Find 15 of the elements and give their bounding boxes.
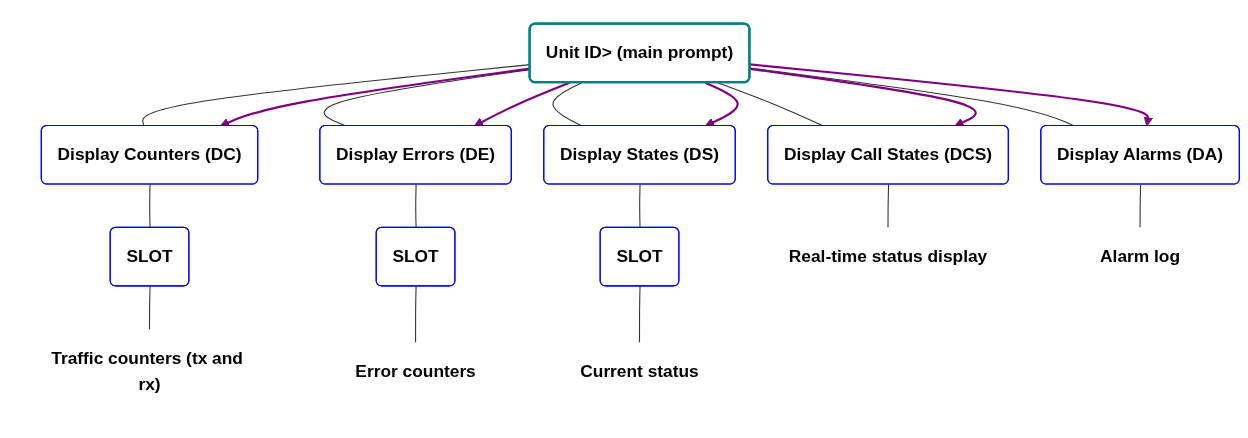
- connector: [639, 184, 641, 229]
- arrow: [473, 82, 570, 127]
- connector: [415, 184, 417, 229]
- connector: [415, 286, 417, 344]
- connector: [149, 184, 151, 229]
- node-text: Alarm log: [1100, 247, 1181, 266]
- connector: [638, 286, 641, 344]
- node-text: Real-time status display: [788, 247, 988, 266]
- node-text: Traffic counters (tx and rx): [51, 349, 243, 394]
- connector: [887, 184, 890, 229]
- node-text: Current status: [580, 362, 699, 381]
- connector: [1139, 184, 1142, 229]
- node-text: Error counters: [355, 362, 476, 381]
- arrow: [749, 63, 1154, 127]
- connector: [149, 286, 151, 331]
